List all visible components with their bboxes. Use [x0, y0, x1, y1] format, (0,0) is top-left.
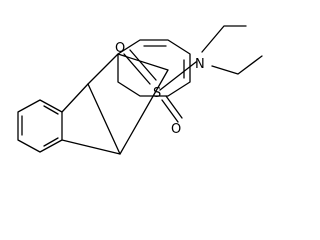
pyridine-ring	[117, 39, 191, 97]
oxygen-atom-bottom: O	[171, 122, 181, 137]
sulfonyl-bonds	[123, 49, 183, 123]
pyridine-inner-bonds	[143, 45, 185, 79]
bridge-bonds	[61, 83, 121, 155]
molecule-drawing: O S N O	[17, 25, 263, 155]
aromatic-inner-bonds	[21, 105, 59, 147]
structure-canvas: O S N O	[17, 25, 263, 155]
bond-lines	[17, 25, 263, 155]
upper-bridge	[87, 53, 169, 155]
amine-bonds	[159, 25, 263, 91]
sulfur-atom: S	[153, 86, 161, 101]
oxygen-atom-top: O	[115, 41, 125, 56]
benzene-ring	[17, 99, 63, 153]
nitrogen-atom: N	[195, 57, 205, 72]
